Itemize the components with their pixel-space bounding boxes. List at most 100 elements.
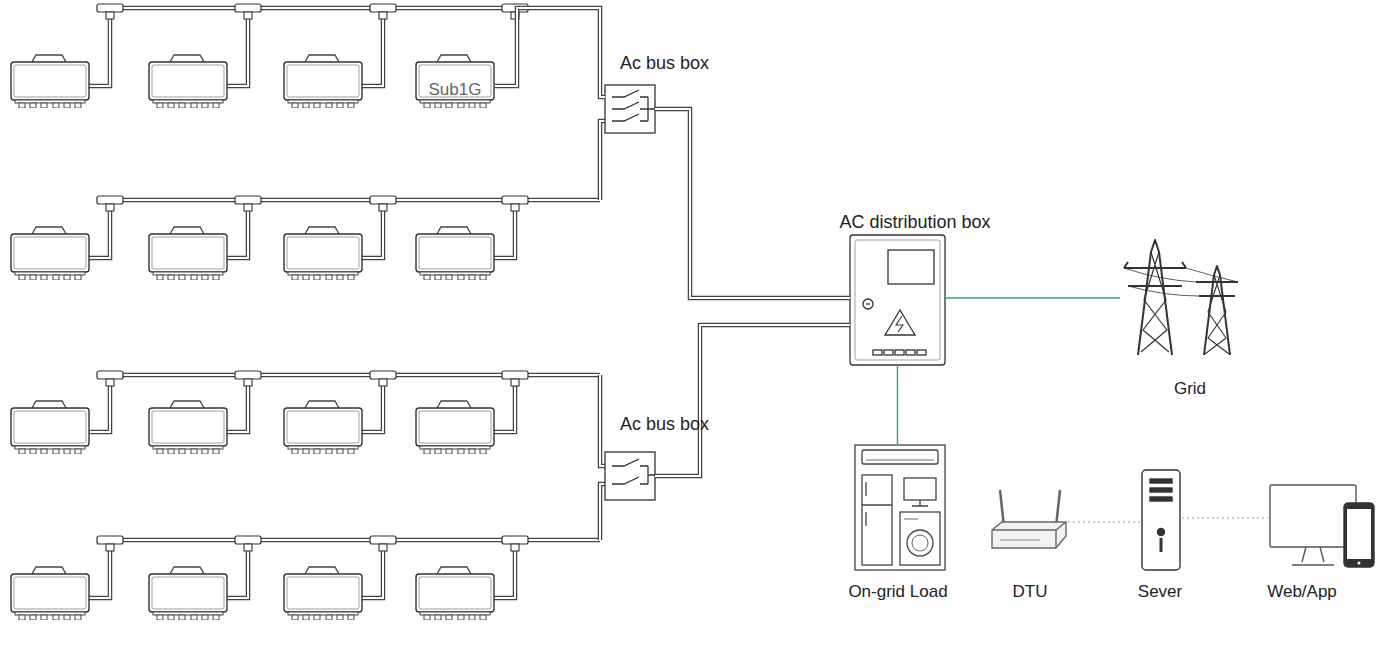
drop-cable-inner [494,375,515,432]
drop-cable-inner [227,540,248,598]
drop-cable-inner [89,375,110,432]
t-connector-stem [511,544,519,551]
connector-line [945,297,1120,299]
drop-cable [89,8,110,86]
drop-cable [362,8,383,86]
node-label: Ac bus box [620,52,709,74]
data-link-connector [1068,522,1140,523]
power-line-connector [945,298,1120,299]
drop-cable [227,8,248,86]
drop-cable [227,200,248,258]
drop-cable [362,200,383,258]
microinverter [149,401,227,454]
power-line-connector [897,365,898,445]
drop-cable-outer [494,375,515,432]
trunk-connectors [97,4,528,551]
t-connector-stem [511,12,519,19]
node-label: Sub1G [429,79,482,101]
trunk-cable [100,8,517,9]
node-label: DTU [1013,581,1048,603]
trunk-cable-outer [100,198,600,203]
drop-cable [494,200,515,258]
drop-cable-outer [227,200,248,258]
t-connector [97,536,123,544]
microinverter [284,567,362,620]
microinverter [284,227,362,280]
server-tower [1142,470,1180,570]
drop-cable-inner [89,200,110,258]
bus-feed [600,484,605,540]
data-link-connector [1182,518,1268,519]
dtu-node: DTU [988,486,1068,552]
bus-box: Ac bus box [605,85,655,133]
t-connector [97,4,123,12]
trunk-cable-outer [100,373,600,378]
microinverter [11,401,89,454]
ac-cable-connector-inner [655,325,850,476]
ac-cable-connector [495,8,605,97]
node-label: Ac bus box [620,413,709,435]
microinverter [11,227,89,280]
drop-cable-outer [362,540,383,598]
bus-box-symbol [605,85,655,500]
ac-trunk-cables [89,8,605,598]
drop-cable-inner [89,540,110,598]
t-connector [502,371,528,379]
t-connector [97,196,123,204]
drop-cable-inner [494,200,515,258]
t-connector [370,536,396,544]
trunk-cable-inner [100,7,517,9]
t-connector-stem [379,379,387,386]
drop-cable-outer [89,540,110,598]
bus-feed-outer [600,484,605,540]
bus-feed-outer [600,375,605,466]
node-label: Web/App [1267,581,1337,603]
drop-cable-inner [89,8,110,86]
trunk-cable-inner [100,539,600,541]
t-connector [235,536,261,544]
bus-feed-outer [600,121,605,200]
load-appliances [855,445,945,570]
bus-feed-inner [600,121,605,200]
trunk-cable [100,375,600,376]
drop-cable-inner [362,8,383,86]
microinverter [416,401,494,454]
drop-cable-inner [494,540,515,598]
t-connector-stem [244,12,252,19]
ac-cable-connector-outer [495,8,605,97]
microinverter [284,55,362,108]
microinverter [284,401,362,454]
t-connector [502,4,528,12]
distribution-box: AC distribution box [850,235,945,365]
t-connector [235,196,261,204]
drop-cable [227,540,248,598]
grid-towers [1124,240,1238,355]
node-label: AC distribution box [839,211,990,233]
microinverter [149,55,227,108]
drop-cable [227,375,248,432]
ac-cable-connector-inner [495,8,605,97]
drop-cable-outer [362,8,383,86]
connector-line [1182,517,1268,518]
drop-cable-inner [227,375,248,432]
t-connector-stem [106,379,114,386]
microinverter-node: Sub1G [415,72,495,110]
trunk-cable-inner [100,374,600,376]
microinverter [149,567,227,620]
drop-cable-outer [494,200,515,258]
grid-node: Grid [1120,235,1245,357]
drop-cable [494,540,515,598]
t-connector-stem [379,204,387,211]
drop-cable-outer [89,8,110,86]
t-connector [502,536,528,544]
ac-cable-connector [655,109,850,298]
drop-cable-inner [362,200,383,258]
drop-cable [89,540,110,598]
drop-cable [362,375,383,432]
t-connector-stem [244,379,252,386]
t-connector-stem [106,544,114,551]
connector-line [897,365,899,445]
drop-cable-outer [362,200,383,258]
